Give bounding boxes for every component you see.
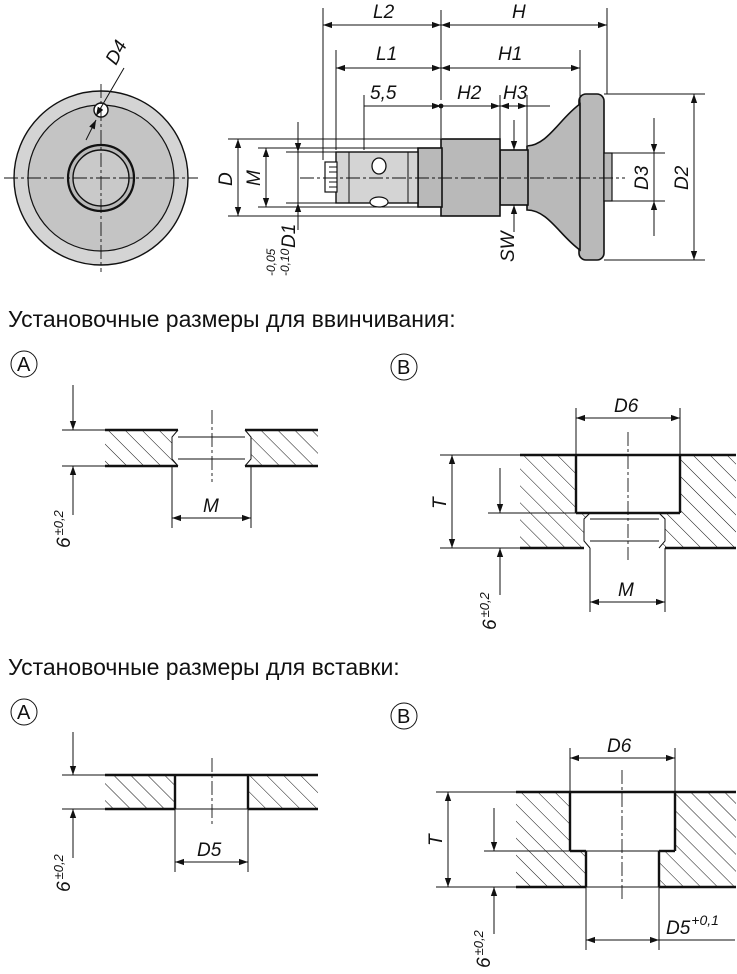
label-d1: D1 — [279, 224, 300, 248]
label-6-screw-a: 6±0,2 — [51, 509, 75, 548]
label-tol-upper: -0,05 — [264, 248, 278, 276]
badge-a-insert: A — [17, 702, 31, 724]
screw-in-variant-b: B D6 T 6±0,2 M — [390, 353, 736, 630]
heading-screw-in: Установочные размеры для ввинчивания: — [8, 306, 456, 332]
side-view: L2 H L1 H1 5,5 H2 H3 D M D1 -0,05 -0,10 … — [216, 2, 705, 276]
label-t-insert: T — [426, 833, 447, 846]
label-sw: SW — [498, 229, 519, 262]
label-h3: H3 — [503, 83, 528, 104]
label-m-pin: M — [244, 170, 265, 186]
label-d: D — [216, 172, 237, 186]
label-h: H — [512, 2, 526, 23]
label-h2: H2 — [457, 83, 482, 104]
label-l1: L1 — [376, 44, 397, 65]
label-h1: H1 — [498, 44, 522, 65]
badge-b-screw: B — [397, 357, 410, 379]
label-6-insert-b: 6±0,2 — [471, 929, 495, 968]
label-d6-screw: D6 — [614, 396, 639, 417]
label-d2: D2 — [672, 165, 693, 190]
label-tol-lower: -0,10 — [278, 248, 292, 276]
screw-in-variant-a: A 6±0,2 M — [10, 350, 318, 548]
badge-b-insert: B — [397, 706, 410, 728]
label-d5-insert-b: D5+0,1 — [666, 912, 719, 939]
label-m-screw-b: M — [618, 580, 634, 601]
label-m-screw-a: M — [203, 496, 219, 517]
front-view: D4 — [4, 37, 198, 272]
label-d3: D3 — [632, 165, 653, 190]
label-d4: D4 — [102, 37, 132, 68]
label-d5-insert-a: D5 — [197, 840, 222, 861]
insert-variant-a: A 6±0,2 D5 — [10, 698, 318, 892]
label-d6-insert: D6 — [607, 736, 632, 757]
heading-insert: Установочные размеры для вставки: — [8, 654, 400, 680]
label-5-5: 5,5 — [370, 83, 397, 104]
badge-a-screw: A — [17, 354, 31, 376]
insert-variant-b: B D6 T 6±0,2 D5+0,1 — [390, 702, 736, 968]
label-t-screw: T — [430, 496, 451, 509]
label-6-screw-b: 6±0,2 — [477, 591, 501, 630]
label-l2: L2 — [373, 2, 395, 23]
label-6-insert-a: 6±0,2 — [51, 853, 75, 892]
